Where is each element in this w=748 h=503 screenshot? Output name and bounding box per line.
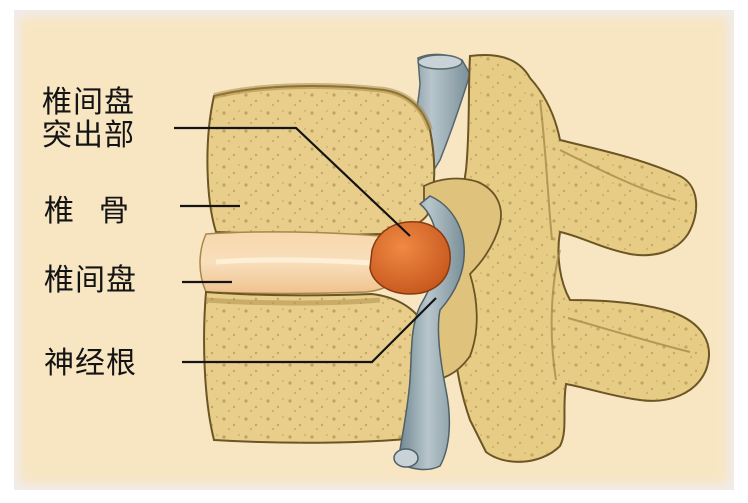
- label-nerve-root: 神经根: [44, 347, 137, 380]
- nerve-root-cut-end: [394, 449, 418, 467]
- label-disc-herniation: 椎间盘 突出部: [42, 86, 162, 152]
- posterior-processes-texture: [452, 55, 709, 462]
- label-vertebra: 椎骨: [44, 195, 130, 228]
- vertebral-body-upper-texture: [207, 86, 434, 235]
- label-vertebra-char2: 骨: [99, 194, 130, 229]
- label-intervertebral-disc: 椎间盘: [44, 264, 137, 297]
- disc-herniation: [370, 222, 450, 294]
- nerve-root-upper-cut: [418, 55, 462, 69]
- vertebral-body-lower-texture: [204, 292, 433, 443]
- label-vertebra-char1: 椎: [44, 194, 75, 229]
- label-disc-herniation-line1: 椎间盘: [42, 86, 162, 119]
- label-disc-herniation-line2: 突出部: [42, 119, 162, 152]
